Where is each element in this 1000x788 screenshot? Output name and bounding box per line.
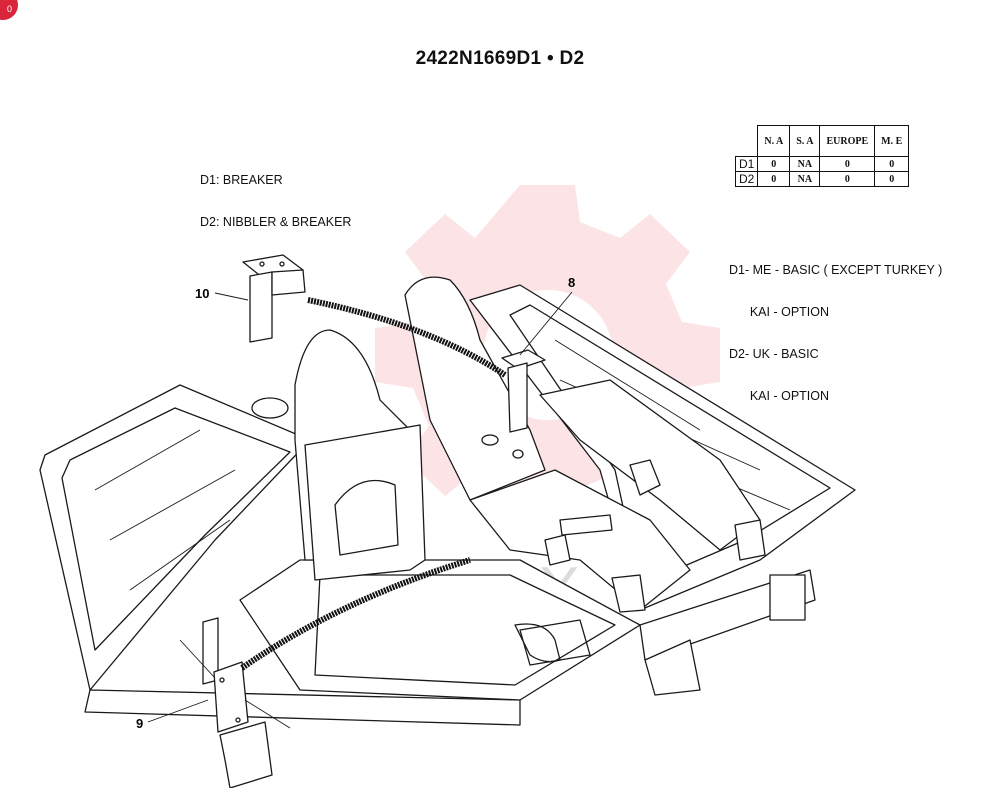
row-label: D1 (734, 156, 759, 172)
leader-9 (147, 699, 209, 723)
diagram-title: 2422N1669D1 • D2 (415, 48, 585, 69)
table-header: EUROPE (819, 125, 876, 157)
option-line-4: KAI - OPTION (729, 389, 830, 403)
option-line-1: D1- ME - BASIC ( EXCEPT TURKEY ) (729, 263, 943, 277)
table-header: S. A (789, 125, 821, 157)
variant-legend: D1: BREAKER D2: NIBBLER & BREAKER (200, 145, 351, 243)
hose-lower (240, 557, 471, 671)
option-line-3: D2- UK - BASIC (729, 347, 819, 361)
corner-badge: 0 (0, 0, 18, 20)
part-9-plate (179, 617, 291, 788)
callout-9: 9 (136, 716, 143, 731)
variant-d2: D2: NIBBLER & BREAKER (200, 215, 352, 229)
center-frame (251, 276, 766, 666)
option-line-2: KAI - OPTION (729, 305, 830, 319)
callout-10: 10 (195, 286, 209, 301)
leader-8 (519, 291, 573, 356)
callout-8: 8 (568, 275, 575, 290)
hose-upper (307, 297, 507, 378)
frame-left-deck (39, 384, 311, 691)
option-notes: D1- ME - BASIC ( EXCEPT TURKEY ) KAI - O… (729, 235, 942, 417)
variant-d1: D1: BREAKER (200, 173, 283, 187)
table-cell: 0 (874, 171, 910, 187)
leader-10 (214, 292, 249, 301)
corner-badge-text: 0 (6, 4, 12, 14)
frame-left-deck-inner (61, 407, 291, 651)
part-8-post (501, 349, 546, 433)
row-label: D2 (734, 171, 759, 187)
frame-front-right (239, 559, 641, 701)
table-cell: NA (789, 171, 821, 187)
table-row: D2 0 NA 0 0 (734, 171, 910, 187)
table-row: D1 0 NA 0 0 (734, 156, 910, 172)
part-10-bracket (242, 254, 306, 343)
market-availability-table: N. A S. A EUROPE M. E D1 0 NA 0 0 D2 0 N… (734, 125, 910, 187)
table-header-row: N. A S. A EUROPE M. E (736, 125, 910, 157)
table-header: M. E (874, 125, 910, 157)
cover-opening (334, 479, 399, 556)
frame-front-beam (84, 689, 521, 726)
